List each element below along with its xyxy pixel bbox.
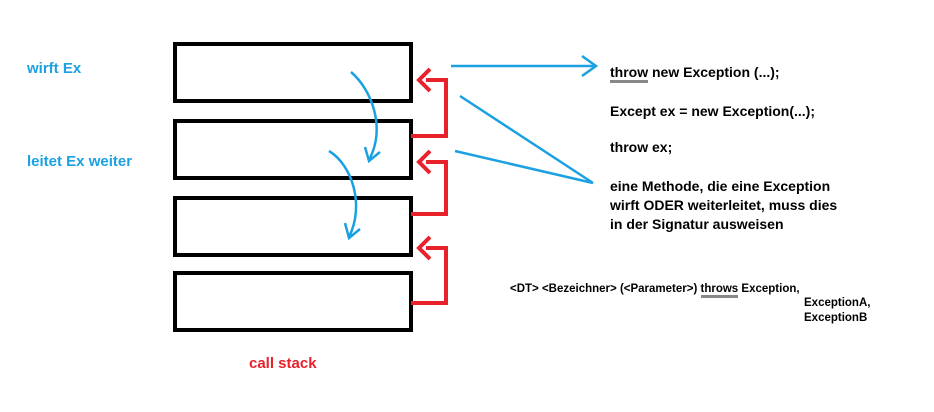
- pointer-arrow-throw: [451, 54, 599, 78]
- return-arrow-3: [411, 235, 448, 305]
- propagation-arrow-1: [350, 71, 381, 164]
- stack-frame-4: [173, 271, 413, 332]
- code-line-except: Except ex = new Exception(...);: [610, 103, 816, 119]
- note-line-2: wirft ODER weiterleitet, muss dies: [610, 197, 838, 213]
- label-call-stack: call stack: [249, 355, 317, 372]
- exception-1: Exception,: [741, 283, 800, 295]
- propagation-arrow-2: [328, 149, 361, 241]
- signature-note: eine Methode, die eine Exception wirft O…: [610, 177, 837, 234]
- return-arrow-1: [411, 67, 448, 138]
- pointer-line-frame1-note: [459, 94, 594, 185]
- exception-3: ExceptionB: [804, 312, 868, 324]
- stack-frame-1: [173, 42, 413, 103]
- stack-frame-3: [173, 196, 413, 257]
- label-forwards-ex: leitet Ex weiter: [27, 153, 133, 170]
- label-throws-ex: wirft Ex: [27, 60, 82, 77]
- signature-line: <DT> <Bezeichner> (<Parameter>) throws E…: [510, 283, 800, 298]
- keyword-throw: throw: [610, 64, 649, 83]
- keyword-throws: throws: [700, 283, 739, 298]
- code-line-throw: throw new Exception (...);: [610, 64, 780, 83]
- note-line-3: in der Signatur ausweisen: [610, 216, 784, 232]
- stack-frame-2: [173, 119, 413, 180]
- signature-prefix: <DT> <Bezeichner> (<Parameter>): [510, 283, 701, 295]
- note-line-1: eine Methode, die eine Exception: [610, 178, 831, 194]
- code-line-throw-rest: new Exception (...);: [648, 64, 780, 80]
- code-line-throw-ex: throw ex;: [610, 139, 673, 155]
- pointer-line-frame2-note: [454, 149, 594, 185]
- return-arrow-2: [411, 149, 448, 216]
- exception-2: ExceptionA,: [804, 297, 871, 309]
